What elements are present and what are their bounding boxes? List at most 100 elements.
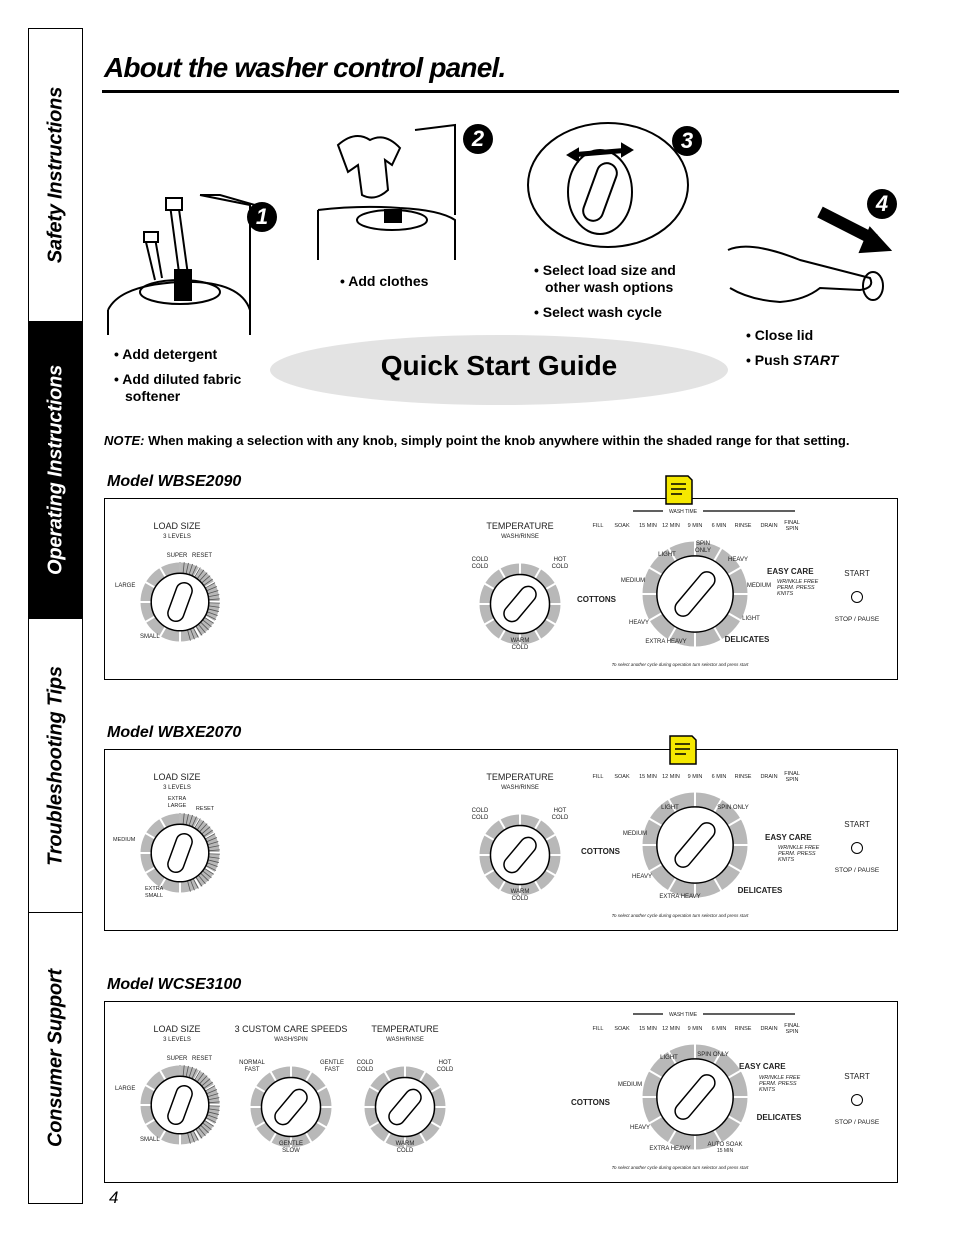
temperature-title: TEMPERATURE (486, 772, 553, 782)
knob-label: HOT (554, 808, 567, 814)
knob-label: GENTLE (320, 1060, 344, 1066)
cycle-footnote: To select another cycle during operation… (612, 1165, 749, 1170)
cycle-label: KNITS (759, 1087, 776, 1093)
step-3-badge: 3 (672, 126, 702, 156)
timeline-label: RINSE (735, 774, 752, 780)
step-4-instructions: • Close lid • Push START (746, 327, 838, 369)
sidebar-tabs: Safety Instructions Operating Instructio… (28, 28, 83, 1204)
cycle-label: EASY CARE (767, 567, 814, 576)
cycle-label: WRINKLE FREE (778, 845, 820, 851)
note-text: When making a selection with any knob, s… (148, 433, 850, 448)
load-size-knob-pointer (167, 832, 193, 874)
step-1-badge: 1 (247, 202, 277, 232)
start-label: START (844, 820, 870, 829)
timeline-label: 9 MIN (688, 1026, 703, 1032)
start-button (851, 842, 863, 854)
tab-consumer-support[interactable]: Consumer Support (29, 913, 82, 1203)
start-button (851, 1094, 863, 1106)
cycle-label: LIGHT (742, 616, 760, 622)
load-size-knob-tick (207, 849, 220, 852)
temperature-subtitle: WASH/RINSE (501, 534, 539, 540)
load-size-subtitle: 3 LEVELS (163, 1037, 191, 1043)
timeline-label: 6 MIN (712, 774, 727, 780)
cycle-label: ONLY (695, 548, 711, 554)
cycle-label: LIGHT (661, 805, 679, 811)
load-size-knob-tick (204, 613, 217, 620)
timeline-label: 15 MIN (639, 523, 657, 529)
temperature-title: TEMPERATURE (486, 521, 553, 531)
tab-operating-instructions[interactable]: Operating Instructions (29, 322, 82, 619)
knob-label: COLD (552, 815, 569, 821)
stop-pause-label: STOP / PAUSE (835, 1119, 880, 1126)
knob-label: COLD (472, 564, 489, 570)
step-4-start-text: START (792, 352, 839, 368)
cycle-label: SPIN ONLY (717, 805, 749, 811)
cycle-label: PERM. PRESS (759, 1081, 797, 1087)
load-size-knob-pointer (167, 581, 193, 623)
tab-troubleshooting-tips[interactable]: Troubleshooting Tips (29, 619, 82, 913)
load-size-knob-tick (191, 1068, 197, 1080)
timeline-label: DRAIN (760, 523, 777, 529)
load-size-knob-tick (198, 572, 208, 582)
load-size-knob-tick (201, 619, 212, 628)
timeline-label: FINAL (784, 1023, 800, 1029)
timeline-label: DRAIN (760, 1026, 777, 1032)
hand-pressing-start-illustration (727, 206, 893, 304)
timeline-label: 12 MIN (662, 774, 680, 780)
knob-label: LARGE (115, 583, 135, 589)
load-size-title: LOAD SIZE (153, 521, 200, 531)
load-size-knob-tick (207, 1101, 220, 1104)
page-number: 4 (109, 1188, 119, 1207)
load-size-knob-tick (202, 829, 213, 838)
temperature-title: TEMPERATURE (371, 1024, 438, 1034)
knob-label: COLD (472, 557, 489, 563)
cycle-label: SPIN (696, 541, 710, 547)
cycle-label: EASY CARE (739, 1062, 786, 1071)
tab-label: Consumer Support (44, 969, 66, 1147)
step-2-instructions: • Add clothes (340, 273, 428, 290)
load-size-knob-tick (204, 582, 216, 589)
temperature-knob-pointer (388, 1088, 422, 1126)
knob-label: COLD (472, 815, 489, 821)
knob-label: SMALL (145, 893, 163, 899)
cycle-label: MEDIUM (618, 1082, 642, 1088)
knob-label: SLOW (282, 1148, 300, 1154)
cycle-label: HEAVY (629, 620, 649, 626)
load-size-knob-tick (195, 625, 203, 636)
cycle-label: EXTRA HEAVY (649, 1146, 690, 1152)
cycle-footnote: To select another cycle during operation… (612, 662, 749, 667)
load-size-knob-tick (204, 1085, 216, 1092)
knob-closeup-illustration (527, 122, 689, 248)
cycle-footnote: To select another cycle during operation… (612, 913, 749, 918)
load-size-knob-tick (207, 856, 220, 859)
temperature-knob-pointer (503, 585, 537, 623)
load-size-knob-tick (207, 594, 220, 598)
knob-label: NORMAL (239, 1060, 265, 1066)
step-3-line: other wash options (545, 279, 674, 295)
quick-start-oval (270, 335, 728, 405)
load-size-title: LOAD SIZE (153, 772, 200, 782)
load-size-title: LOAD SIZE (153, 1024, 200, 1034)
knob-label: RESET (196, 806, 215, 812)
load-size-knob-tick (201, 1122, 212, 1131)
load-size-knob-tick (195, 876, 203, 887)
load-size-knob-tick (206, 1114, 218, 1120)
step-4-badge: 4 (867, 189, 897, 219)
load-size-knob-tick (193, 1070, 201, 1082)
knob-label: RESET (192, 553, 212, 559)
load-size-subtitle: 3 LEVELS (163, 534, 191, 540)
load-size-knob-tick (182, 1065, 185, 1078)
temperature-subtitle: WASH/RINSE (386, 1037, 424, 1043)
load-size-knob-tick (182, 562, 185, 575)
cycle-label: MEDIUM (621, 578, 645, 584)
load-size-knob-tick (185, 813, 189, 826)
tab-safety-instructions[interactable]: Safety Instructions (29, 29, 82, 322)
load-size-knob-tick (200, 1078, 211, 1087)
load-size-knob-tick (195, 1128, 203, 1139)
load-size-knob-tick (192, 877, 199, 889)
